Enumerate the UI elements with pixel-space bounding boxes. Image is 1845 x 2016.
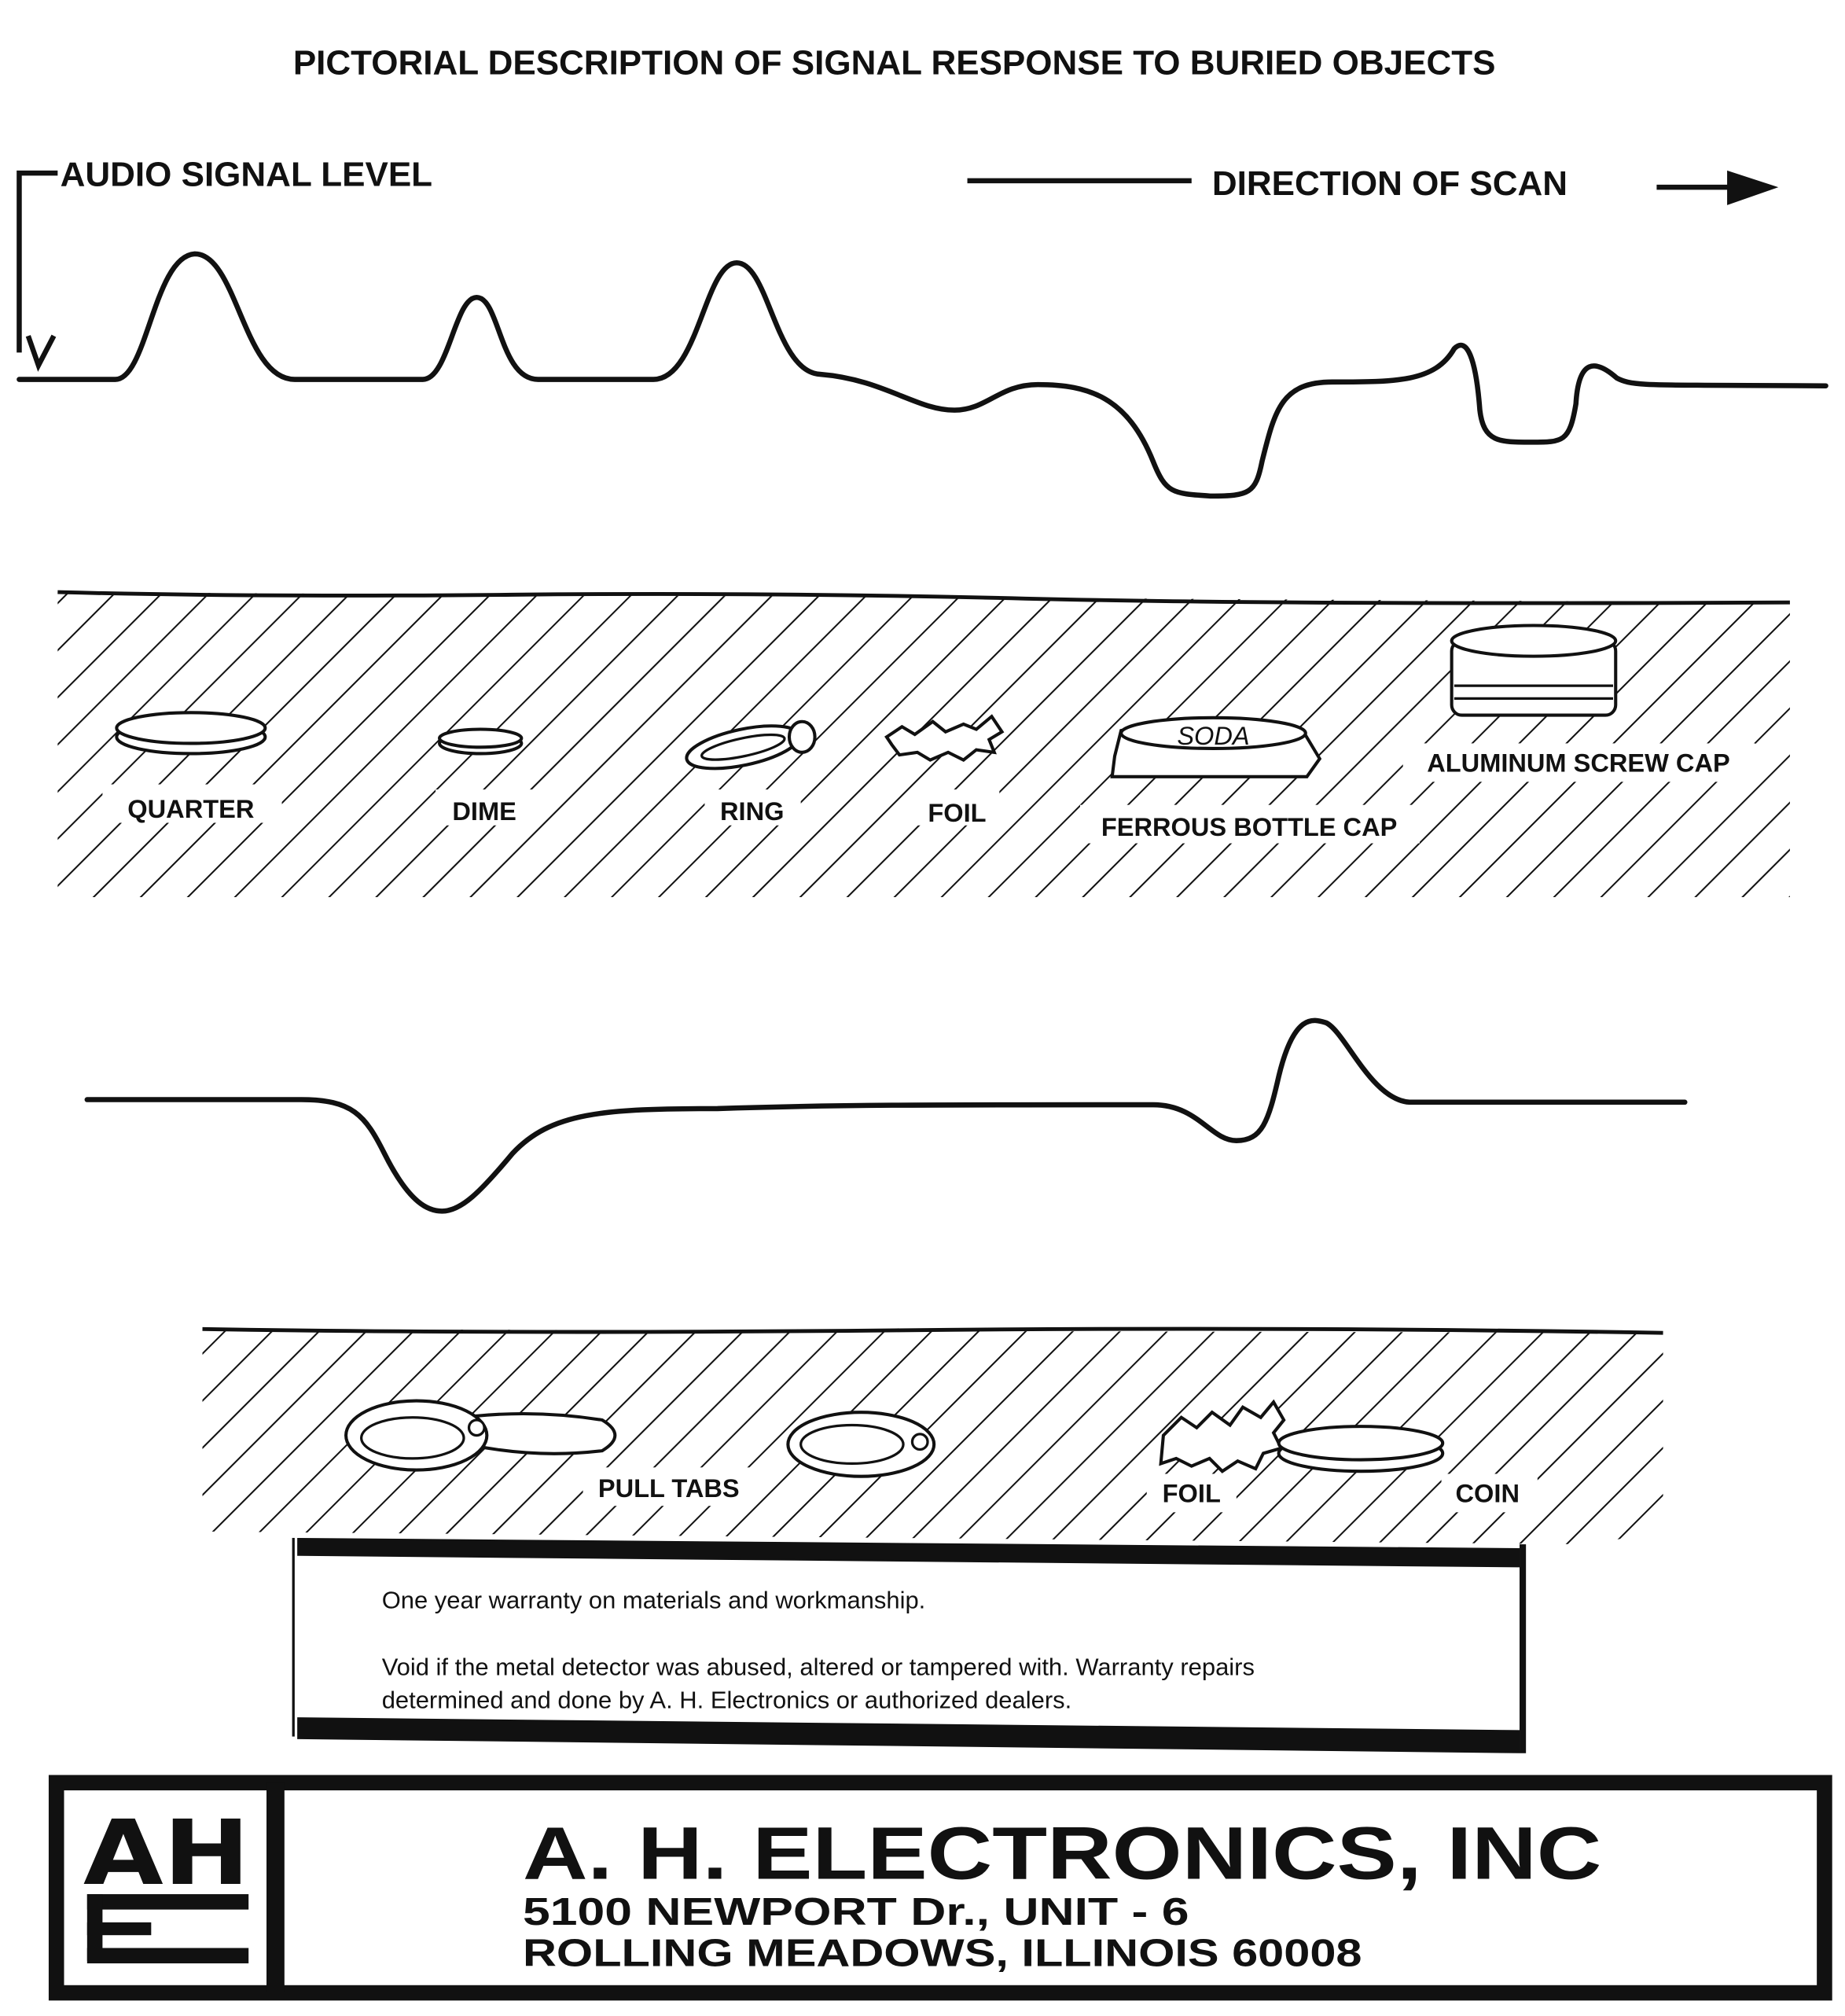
- warranty-line-3: determined and done by A. H. Electronics…: [382, 1687, 1072, 1714]
- warranty-box: One year warranty on materials and workm…: [292, 1537, 1527, 1753]
- label-ferrous-bottle-cap: FERROUS BOTTLE CAP: [1101, 812, 1397, 841]
- company-box: AH A. H. ELECTRONICS, INC 5100 NEWPORT D…: [48, 1775, 1832, 2001]
- audio-signal-label: AUDIO SIGNAL LEVEL: [61, 155, 432, 193]
- label-bg: [916, 789, 1000, 826]
- label-aluminum-screw-cap: ALUMINUM SCREW CAP: [1427, 748, 1729, 777]
- bottle-cap-icon: SODA: [1110, 716, 1322, 778]
- dime-icon: [438, 727, 524, 756]
- signal-waveform-2: [84, 1017, 1688, 1214]
- company-address-1: 5100 NEWPORT Dr., UNIT - 6: [523, 1891, 1189, 1933]
- label-bg: [102, 784, 282, 823]
- svg-text:AH: AH: [83, 1801, 250, 1905]
- label-bg: [436, 789, 538, 826]
- arrow-down-icon: [25, 334, 57, 372]
- warranty-line-2: Void if the metal detector was abused, a…: [382, 1653, 1255, 1680]
- warranty-line-1: One year warranty on materials and workm…: [382, 1587, 926, 1614]
- label-bg: [704, 789, 801, 826]
- label-foil-2: FOIL: [1163, 1478, 1221, 1507]
- pull-tab-icon: [786, 1411, 936, 1478]
- page-title: PICTORIAL DESCRIPTION OF SIGNAL RESPONSE…: [293, 44, 1496, 83]
- coin-icon: [1277, 1425, 1445, 1473]
- audio-level-arrow-line: [17, 170, 58, 353]
- company-name: A. H. ELECTRONICS, INC: [523, 1812, 1601, 1895]
- label-bg: [1146, 1473, 1237, 1513]
- ground-surface-1: [57, 590, 1790, 605]
- ring-icon: [685, 719, 817, 771]
- ahe-logo: AH: [83, 1801, 250, 1964]
- direction-label: DIRECTION OF SCAN: [1212, 164, 1568, 203]
- foil-icon: [884, 714, 1005, 763]
- bottle-cap-text: SODA: [1177, 721, 1249, 750]
- label-bg: [583, 1467, 756, 1506]
- label-bg: [1402, 743, 1755, 782]
- company-address-2: ROLLING MEADOWS, ILLINOIS 60008: [523, 1932, 1362, 1974]
- label-dime: DIME: [452, 796, 516, 826]
- screw-cap-icon: [1450, 624, 1618, 717]
- label-bg: [1441, 1473, 1538, 1513]
- label-bg: [1079, 804, 1420, 844]
- arrow-right-icon: [1727, 170, 1779, 205]
- label-coin: COIN: [1456, 1478, 1520, 1507]
- label-pull-tabs: PULL TABS: [598, 1473, 740, 1503]
- ground-surface-2: [202, 1326, 1663, 1335]
- quarter-icon: [115, 711, 267, 756]
- label-quarter: QUARTER: [127, 794, 254, 823]
- foil-icon: [1159, 1399, 1286, 1473]
- label-foil: FOIL: [928, 798, 986, 827]
- pull-tab-icon: [344, 1399, 617, 1472]
- label-ring: RING: [720, 796, 784, 826]
- signal-waveform-1: [17, 251, 1828, 499]
